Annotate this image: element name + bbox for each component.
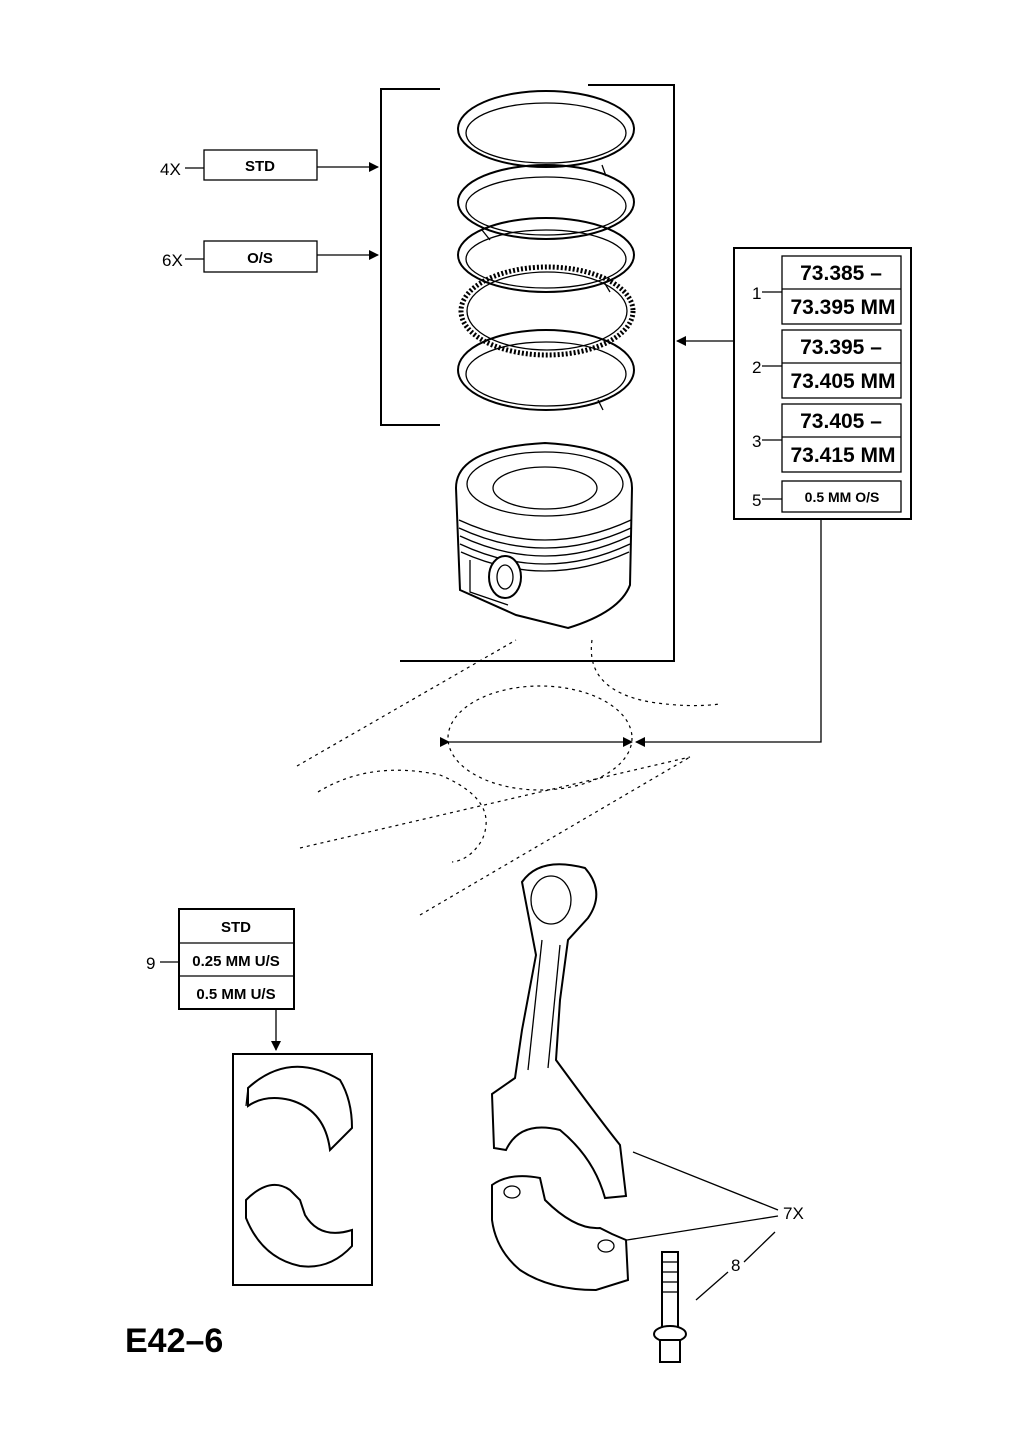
- piston-rings: [457, 90, 636, 411]
- bore-size-row-2: 2 73.395 – 73.405 MM: [752, 329, 902, 399]
- bearing-table: 9 STD 0.25 MM U/S 0.5 MM U/S: [146, 908, 295, 1051]
- con-rod-bolt: [653, 1251, 687, 1363]
- connecting-rod: [490, 863, 630, 1292]
- ring-option-std-qty: 4X: [160, 160, 181, 179]
- bearing-shells: [232, 1053, 373, 1286]
- bore-size-table: 1 73.385 – 73.395 MM 2 73.395 – 73.405 M…: [635, 247, 912, 747]
- ring-option-os: 6X O/S: [162, 240, 379, 273]
- bearing-option-05-us: 0.5 MM U/S: [196, 986, 275, 1003]
- diagram-title: E42–6: [125, 1322, 223, 1360]
- bore-size-2-max: 73.405 MM: [790, 370, 895, 393]
- bore-size-1-max: 73.395 MM: [790, 296, 895, 319]
- bore-size-item-5: 5: [752, 491, 761, 510]
- ring-option-std-label: STD: [245, 158, 275, 175]
- ring-option-os-qty: 6X: [162, 251, 183, 270]
- callout-con-rod-label: 7X: [783, 1204, 804, 1223]
- ring-option-std: 4X STD: [160, 149, 379, 181]
- bore-size-row-1: 1 73.385 – 73.395 MM: [752, 255, 902, 325]
- bore-size-1-min: 73.385 –: [800, 262, 882, 285]
- bore-size-item-1: 1: [752, 284, 761, 303]
- piston: [454, 441, 634, 630]
- bore-size-item-2: 2: [752, 358, 761, 377]
- callout-con-rod: 7X: [626, 1151, 804, 1241]
- cylinder-block: [296, 639, 721, 916]
- bearing-item-number: 9: [146, 954, 155, 973]
- bearing-option-std: STD: [221, 919, 251, 936]
- bore-size-5-label: 0.5 MM O/S: [805, 489, 880, 505]
- bore-size-row-3: 3 73.405 – 73.415 MM: [752, 403, 902, 473]
- callout-bolt-label: 8: [731, 1256, 740, 1275]
- callout-bolt: 8: [695, 1231, 776, 1301]
- ring-set-bracket: [380, 88, 440, 426]
- bore-size-2-min: 73.395 –: [800, 336, 882, 359]
- bore-size-3-min: 73.405 –: [800, 410, 882, 433]
- main-bracket: [400, 84, 733, 662]
- bore-size-item-3: 3: [752, 432, 761, 451]
- bore-size-3-max: 73.415 MM: [790, 444, 895, 467]
- bearing-option-025-us: 0.25 MM U/S: [192, 953, 280, 970]
- ring-option-os-label: O/S: [247, 250, 273, 267]
- bore-size-row-5: 5 0.5 MM O/S: [752, 480, 902, 513]
